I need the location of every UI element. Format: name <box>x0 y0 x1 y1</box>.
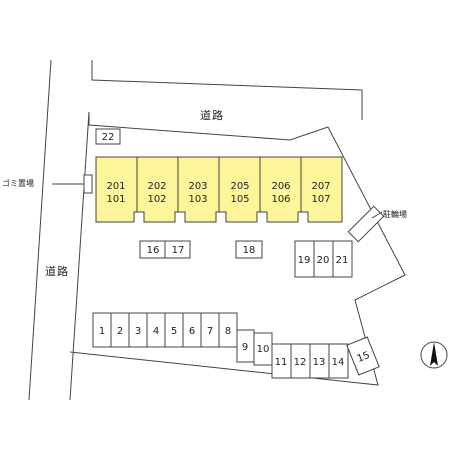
parking-space-22 <box>95 128 121 145</box>
parking-19-21 <box>294 240 353 278</box>
parking-space-16-label: 16 <box>147 245 160 256</box>
north-road-upper-edge <box>91 60 363 120</box>
parking-space-14 <box>328 343 349 379</box>
bicycle-label: 駐輪場 <box>383 209 407 219</box>
parking-space-6-label: 6 <box>189 326 195 337</box>
north-arrow-icon <box>420 341 448 369</box>
parking-space-17 <box>164 240 191 259</box>
unit-106: 106 <box>271 194 290 205</box>
parking-space-12-label: 12 <box>294 357 307 368</box>
parking-space-7-label: 7 <box>207 326 213 337</box>
parking-16-17 <box>139 240 191 259</box>
bicycle-parking <box>347 205 385 243</box>
unit-206: 206 <box>271 181 290 192</box>
parking-space-2-label: 2 <box>117 326 123 337</box>
unit-105: 105 <box>230 194 249 205</box>
parking-space-15-group: 15 <box>346 336 380 376</box>
unit-201: 201 <box>106 181 125 192</box>
parking-space-20-label: 20 <box>317 255 330 266</box>
unit-202: 202 <box>147 181 166 192</box>
parking-space-9-label: 9 <box>242 342 248 353</box>
parking-space-1-label: 1 <box>99 326 105 337</box>
parking-space-11-label: 11 <box>275 357 288 368</box>
parking-space-17-label: 17 <box>172 245 185 256</box>
parking-space-22-label: 22 <box>102 132 115 143</box>
unit-203: 203 <box>188 181 207 192</box>
parking-space-4-label: 4 <box>153 326 159 337</box>
west-road-label: 道路 <box>45 264 69 278</box>
unit-205: 205 <box>230 181 249 192</box>
unit-labels: 201 101 202 102 203 103 205 105 206 106 … <box>106 181 330 205</box>
parking-space-8-label: 8 <box>225 326 231 337</box>
west-road-right-edge <box>69 111 90 401</box>
parking-space-21 <box>332 240 353 278</box>
parking-space-15 <box>346 336 380 376</box>
unit-101: 101 <box>106 194 125 205</box>
parking-space-19-label: 19 <box>298 255 311 266</box>
unit-207: 207 <box>311 181 330 192</box>
parking-space-18 <box>235 240 263 259</box>
parking-space-3-label: 3 <box>135 326 141 337</box>
building-unit-dividers <box>136 157 302 212</box>
parking-space-5-label: 5 <box>171 326 177 337</box>
parking-row-1-8 <box>92 312 238 348</box>
parking-space-10-label: 10 <box>257 344 270 355</box>
north-road-label: 道路 <box>200 108 224 122</box>
garbage-area <box>83 174 93 194</box>
parking-space-15-label: 15 <box>356 350 372 365</box>
parking-row-11-14-labels: 11 12 13 14 <box>275 357 345 368</box>
unit-107: 107 <box>311 194 330 205</box>
unit-103: 103 <box>188 194 207 205</box>
parking-space-21-label: 21 <box>336 255 349 266</box>
parking-row-1-8-labels: 1 2 3 4 5 6 7 8 <box>99 326 231 337</box>
west-road-left-edge <box>28 59 52 401</box>
parking-space-14-label: 14 <box>332 357 345 368</box>
parking-space-13-label: 13 <box>313 357 326 368</box>
parking-row-11-14 <box>271 343 349 379</box>
parking-space-18-label: 18 <box>243 245 256 256</box>
unit-102: 102 <box>147 194 166 205</box>
garbage-label: ゴミ置場 <box>2 178 34 188</box>
bicycle-leader-line <box>371 211 383 219</box>
